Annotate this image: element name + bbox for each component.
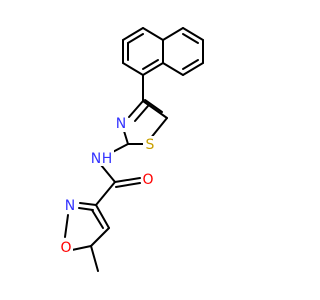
bond-double [91,209,104,229]
atom-background [59,240,73,256]
bond-double [134,105,149,122]
atom-background [143,136,157,152]
bond-double [144,99,163,113]
bond [182,62,204,76]
bond [142,100,168,119]
atom-background [114,116,128,132]
bond [142,27,164,41]
atom-background [141,172,155,188]
bond-inner [127,33,144,44]
bond [142,62,164,76]
isoxazole-nitrogen-label: N [65,198,75,214]
bond [122,62,144,76]
atom-background [63,198,77,214]
bond [182,27,204,41]
bond [100,164,116,183]
bond-double [115,182,141,188]
bond [128,100,144,118]
thiazole-nitrogen-label: N [116,116,126,132]
molecule-canvas: N S N H O N O [59,27,204,272]
bond [123,130,129,145]
bond [64,214,69,238]
bond [122,27,144,41]
amide-hydrogen-label: H [102,151,113,167]
carbonyl-oxygen-label: O [142,172,153,188]
bond [95,204,110,229]
bond [90,245,99,272]
bond [71,245,92,251]
bond [90,227,110,247]
bond-inner [182,33,199,44]
bond-double [78,207,94,211]
atom-background [90,150,114,166]
bond-inner [182,59,199,70]
bond [162,62,184,76]
bond [95,181,116,206]
molecule-structure: N S N H O N O [59,27,204,272]
bond-inner [142,59,159,70]
amide-nitrogen-label: N [91,151,101,167]
bond [149,117,168,140]
bond [162,27,184,41]
isoxazole-oxygen-label: O [60,240,71,256]
thiazole-sulfur-label: S [146,137,155,153]
bond [114,177,141,183]
bond [79,202,97,206]
